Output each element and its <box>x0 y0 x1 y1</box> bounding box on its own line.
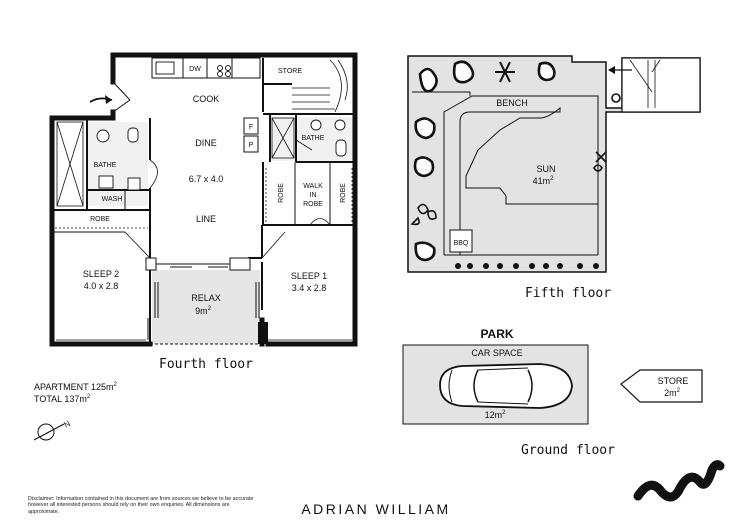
store-area: 2m2 <box>664 388 681 398</box>
total-area: TOTAL 137m2 <box>34 394 91 404</box>
bathroom-fixtures <box>96 61 347 191</box>
dishwasher-label: DW <box>189 66 201 73</box>
fifth-floor-caption: Fifth floor <box>525 286 611 301</box>
compass-north-label: N <box>63 419 73 430</box>
arrow-left-icon <box>608 66 632 74</box>
stair-landing <box>621 57 701 113</box>
fern-icon <box>495 61 515 83</box>
bench-outline <box>459 106 598 255</box>
robe-label: ROBE <box>90 216 110 223</box>
bbq-unit <box>449 229 473 253</box>
ground-floor-plan: PARK CAR SPACE 12m2 STORE 2m2 Ground flo… <box>402 327 703 458</box>
fourth-floor-caption: Fourth floor <box>159 357 253 372</box>
entry-door <box>112 81 131 113</box>
bathe-label: BATHE <box>94 162 117 169</box>
store-label: STORE <box>278 68 302 75</box>
stairs <box>629 59 661 108</box>
sleep1-label: SLEEP 1 <box>291 271 327 281</box>
door-swings <box>124 139 331 259</box>
plant-icon <box>537 61 556 82</box>
relax-area-fill <box>152 270 260 344</box>
store-tag <box>620 369 703 403</box>
fifth-floor-plan: BENCH SUN 41m2 BBQ Fifth floor <box>407 55 701 301</box>
column <box>258 322 268 344</box>
flower-icons <box>410 93 621 226</box>
compass-icon: N <box>33 419 73 441</box>
walk-in-robe-label: WALK <box>303 183 323 190</box>
relax-area: 9m2 <box>195 306 212 316</box>
sleep1-dimensions: 3.4 x 2.8 <box>292 283 327 293</box>
pantry-label: P <box>249 142 254 149</box>
ensuite-shower-icon <box>271 117 295 159</box>
sliding-doors <box>145 257 260 340</box>
relax-label: RELAX <box>191 293 221 303</box>
shower-icon <box>56 121 84 207</box>
park-title: PARK <box>480 327 513 341</box>
walk-in-robe-label: IN <box>310 192 317 199</box>
entry-arrow-icon <box>89 95 113 104</box>
robe-label: ROBE <box>278 183 285 203</box>
ensuite-label: BATHE <box>302 135 325 142</box>
line-label: LINE <box>196 214 216 224</box>
sleep2-label: SLEEP 2 <box>83 269 119 279</box>
brand-logo <box>633 460 725 502</box>
car-space-label: CAR SPACE <box>471 348 522 358</box>
robe-label: ROBE <box>340 183 347 203</box>
walk-in-robe-label: ROBE <box>303 201 323 208</box>
dine-label: DINE <box>195 138 217 148</box>
plant-icon <box>413 156 435 178</box>
sleep2-dimensions: 4.0 x 2.8 <box>84 281 119 291</box>
sun-area: 41m2 <box>533 176 555 186</box>
fourth-floor-plan: DW STORE COOK DINE 6.7 x 4.0 LINE F P BA… <box>49 52 358 372</box>
store-label: STORE <box>658 376 689 386</box>
plant-icon <box>414 117 436 140</box>
fridge-label: F <box>249 124 253 131</box>
bbq-label: BBQ <box>454 240 469 247</box>
car-space-area: 12m2 <box>485 410 507 420</box>
sun-label: SUN <box>536 164 555 174</box>
dine-dimensions: 6.7 x 4.0 <box>189 174 224 184</box>
wash-label: WASH <box>102 196 123 203</box>
planter-plants <box>413 60 556 262</box>
planter-edge <box>443 95 599 255</box>
cook-label: COOK <box>193 94 220 104</box>
small-plants <box>455 263 599 269</box>
bench-label: BENCH <box>496 98 528 108</box>
plant-icon <box>418 67 438 93</box>
ground-floor-caption: Ground floor <box>521 443 615 458</box>
robe-doors <box>55 168 353 229</box>
plant-icon <box>452 60 475 84</box>
apartment-area: APARTMENT 125m2 <box>34 382 118 392</box>
brand-name: ADRIAN WILLIAM <box>301 501 450 517</box>
plant-icon <box>414 241 436 262</box>
car-icon <box>439 363 573 409</box>
disclaimer-text: Disclaimer: Information contained in thi… <box>28 496 254 515</box>
